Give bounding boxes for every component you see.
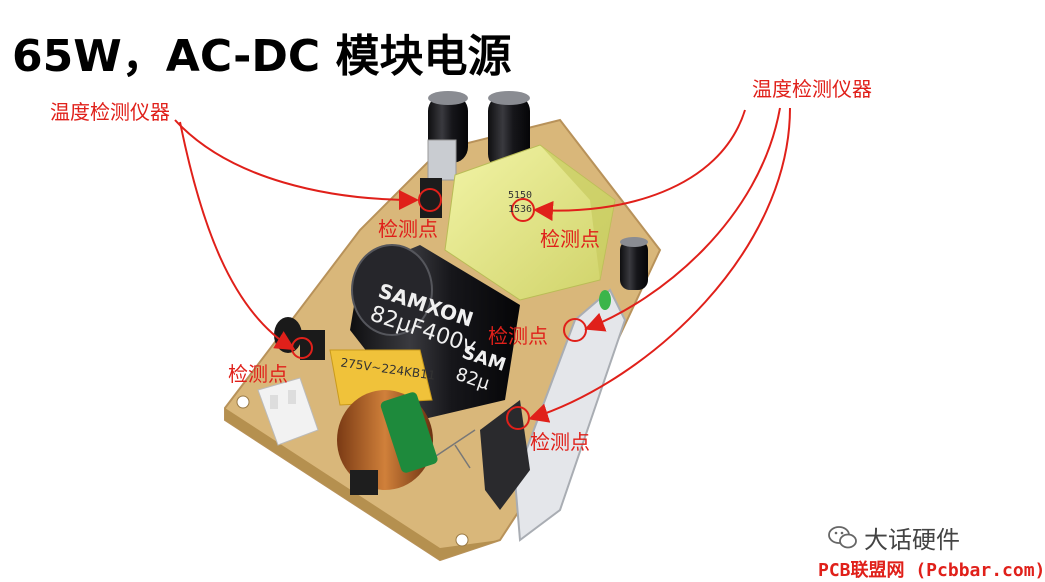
test-point-label-3: 检测点 <box>488 324 548 348</box>
input-connector <box>257 377 319 446</box>
transformer-code2-text: 1536 <box>508 204 532 215</box>
power-supply-board-illustration: SAMXON 82μF400v SAM 82μ 275V~224KB11 515… <box>174 91 791 562</box>
small-capacitors-top <box>428 91 648 290</box>
test-point-label-5: 检测点 <box>530 430 590 454</box>
test-point-label-4: 检测点 <box>228 362 288 386</box>
footer-source: PCB联盟网 (Pcbbar.com) <box>818 560 1045 581</box>
slide-title: 65W，AC-DC 模块电源 <box>12 31 512 82</box>
arrows-right <box>528 107 791 423</box>
transformer-code-text: 5150 <box>508 190 532 201</box>
test-point-label-1: 检测点 <box>378 217 438 241</box>
arrows-left <box>174 119 419 351</box>
instrument-label-right: 温度检测仪器 <box>752 77 872 101</box>
pcb-edge <box>225 408 500 560</box>
varistor <box>329 349 433 406</box>
watermark: 大话硬件 <box>828 520 960 555</box>
watermark-account: 大话硬件 <box>864 526 960 554</box>
common-mode-choke <box>337 390 438 495</box>
instrument-label-left: 温度检测仪器 <box>50 100 170 124</box>
wechat-icon <box>828 525 857 548</box>
transformer <box>444 144 616 301</box>
test-point-label-2: 检测点 <box>540 227 600 251</box>
